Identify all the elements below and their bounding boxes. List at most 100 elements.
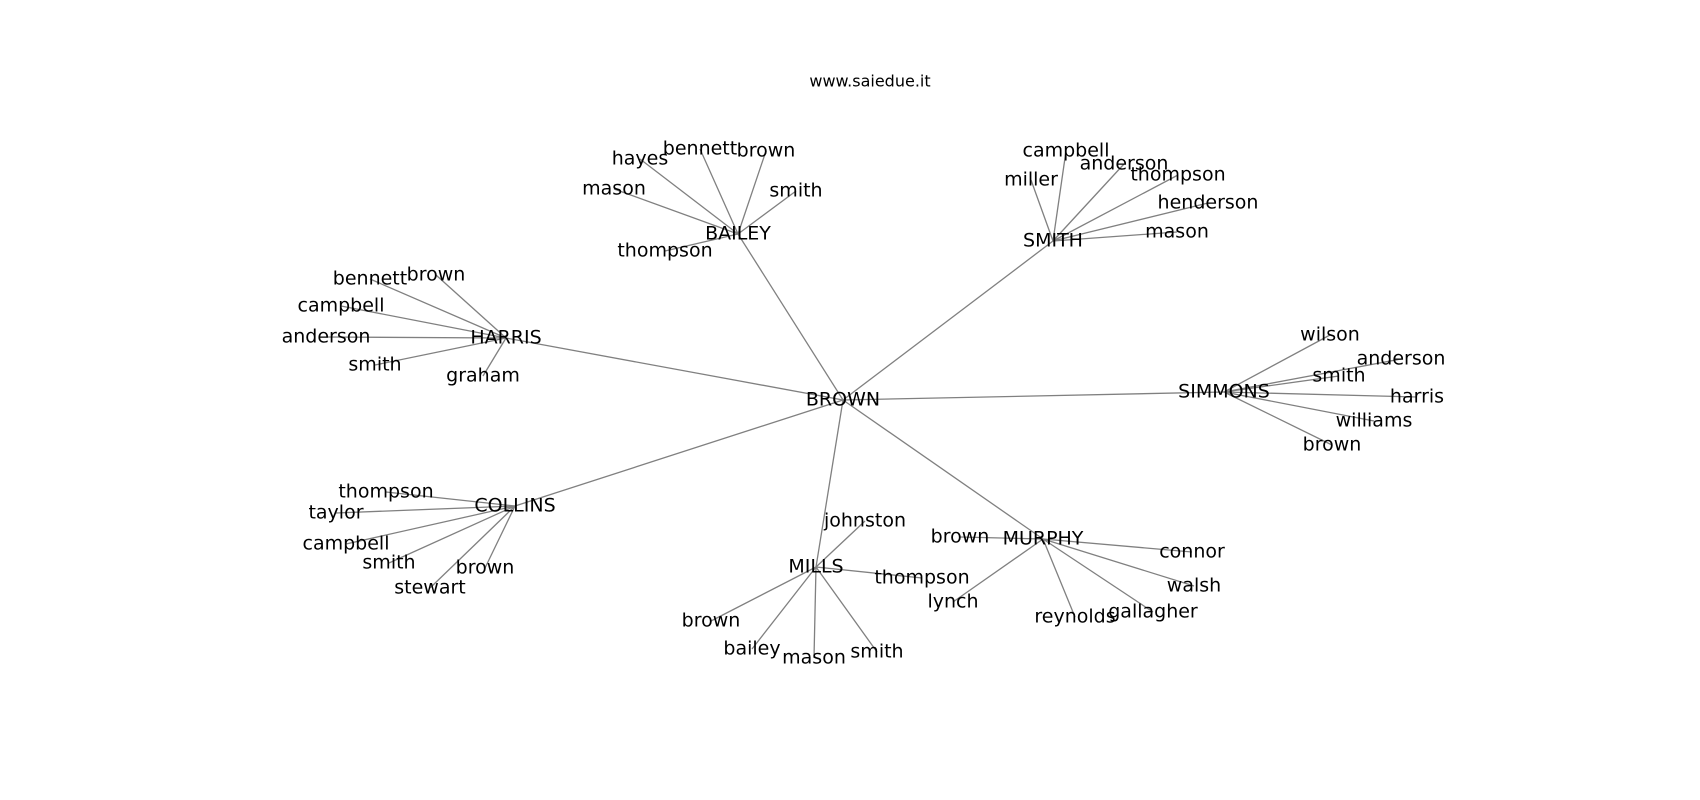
edge-simmons-brown	[1223, 391, 1333, 446]
node-leaf-murphy-reynolds: reynolds	[1034, 606, 1115, 628]
edge-murphy-lynch	[952, 538, 1044, 603]
edges-layer	[325, 148, 1418, 659]
edge-simmons-anderson	[1223, 358, 1402, 393]
edge-root-collins	[514, 399, 844, 507]
edge-simmons-smith	[1223, 375, 1340, 393]
edge-smith-thompson	[1052, 174, 1179, 242]
node-leaf-murphy-walsh: walsh	[1167, 575, 1221, 597]
node-leaf-mills-thompson: thompson	[874, 567, 969, 589]
node-leaf-collins-taylor: taylor	[308, 502, 363, 524]
node-hub-collins: COLLINS	[474, 495, 555, 517]
node-leaf-collins-smith: smith	[362, 552, 415, 574]
edge-collins-thompson	[385, 491, 516, 507]
node-leaf-collins-stewart: stewart	[394, 577, 465, 599]
node-leaf-murphy-brown: brown	[931, 526, 990, 548]
edge-root-harris	[505, 337, 844, 401]
edge-mills-mason	[813, 566, 817, 659]
node-leaf-collins-brown: brown	[456, 557, 515, 579]
edge-smith-anderson	[1052, 163, 1125, 242]
node-leaf-mills-bailey: bailey	[723, 638, 780, 660]
edge-bailey-mason	[613, 188, 739, 235]
node-leaf-harris-smith: smith	[348, 354, 401, 376]
node-leaf-bailey-mason: mason	[582, 178, 646, 200]
node-leaf-bailey-thompson: thompson	[617, 240, 712, 262]
node-leaf-harris-anderson: anderson	[282, 326, 371, 348]
edge-murphy-connor	[1042, 538, 1193, 553]
node-leaf-simmons-anderson: anderson	[1357, 348, 1446, 370]
edge-mills-johnston	[815, 520, 866, 568]
edge-root-murphy	[842, 399, 1044, 540]
graph-title: www.saiedue.it	[809, 72, 930, 91]
edge-collins-campbell	[345, 505, 516, 545]
edge-bailey-thompson	[664, 233, 739, 252]
node-hub-harris: HARRIS	[470, 327, 541, 349]
node-leaf-simmons-harris: harris	[1390, 386, 1444, 408]
edge-smith-miller	[1030, 179, 1054, 242]
edge-mills-brown	[710, 566, 817, 622]
edge-harris-brown	[435, 274, 507, 339]
node-leaf-harris-bennett: bennett	[333, 268, 407, 290]
node-hub-mills: MILLS	[788, 556, 843, 578]
node-leaf-smith-campbell: campbell	[1023, 140, 1110, 162]
edge-bailey-brown	[737, 150, 767, 235]
edge-root-mills	[815, 399, 844, 568]
edge-simmons-wilson	[1223, 334, 1331, 393]
edge-collins-taylor	[335, 505, 516, 514]
edge-collins-brown	[484, 505, 516, 569]
edge-collins-smith	[388, 505, 516, 564]
edge-root-simmons	[842, 391, 1225, 401]
node-leaf-smith-miller: miller	[1004, 169, 1058, 191]
node-leaf-smith-anderson: anderson	[1080, 153, 1169, 175]
node-hub-simmons: SIMMONS	[1178, 381, 1270, 403]
node-leaf-murphy-lynch: lynch	[927, 591, 978, 613]
node-leaf-harris-graham: graham	[446, 365, 520, 387]
node-leaf-mills-johnston: johnston	[823, 510, 906, 532]
edge-root-bailey	[737, 233, 844, 401]
node-leaf-bailey-smith: smith	[769, 180, 822, 202]
node-leaf-bailey-hayes: hayes	[612, 148, 669, 170]
node-hub-murphy: MURPHY	[1003, 528, 1084, 550]
node-leaf-harris-campbell: campbell	[298, 295, 385, 317]
node-leaf-simmons-smith: smith	[1312, 365, 1365, 387]
node-leaf-collins-campbell: campbell	[303, 533, 390, 555]
node-leaf-simmons-williams: williams	[1336, 410, 1413, 432]
edge-mills-bailey	[751, 566, 817, 650]
node-leaf-smith-henderson: henderson	[1158, 192, 1259, 214]
edge-smith-henderson	[1052, 202, 1209, 242]
edge-harris-smith	[374, 337, 507, 366]
node-leaf-collins-thompson: thompson	[338, 481, 433, 503]
edge-murphy-gallagher	[1042, 538, 1154, 613]
edge-harris-graham	[482, 337, 507, 377]
edge-harris-bennett	[369, 278, 507, 339]
edge-collins-stewart	[429, 505, 516, 589]
node-leaf-murphy-connor: connor	[1159, 541, 1225, 563]
edge-harris-campbell	[340, 305, 507, 339]
edge-murphy-walsh	[1042, 538, 1195, 587]
node-leaf-simmons-brown: brown	[1303, 434, 1362, 456]
edge-mills-thompson	[815, 566, 923, 579]
edge-murphy-brown	[959, 536, 1044, 540]
node-leaf-mills-brown: brown	[682, 610, 741, 632]
edge-root-smith	[842, 240, 1054, 401]
edge-murphy-reynolds	[1042, 538, 1076, 618]
edge-simmons-williams	[1223, 391, 1375, 422]
node-leaf-bailey-bennett: bennett	[663, 138, 737, 160]
edge-bailey-smith	[737, 190, 797, 235]
edge-mills-smith	[815, 566, 878, 653]
edge-simmons-harris	[1223, 391, 1418, 398]
edge-smith-campbell	[1052, 150, 1067, 242]
node-leaf-harris-brown: brown	[407, 264, 466, 286]
edge-smith-mason	[1052, 231, 1178, 242]
node-leaf-bailey-brown: brown	[737, 140, 796, 162]
node-leaf-smith-mason: mason	[1145, 221, 1209, 243]
node-root: BROWN	[806, 389, 880, 411]
node-leaf-mills-mason: mason	[782, 647, 846, 669]
edge-bailey-hayes	[639, 158, 739, 235]
node-leaf-smith-thompson: thompson	[1130, 164, 1225, 186]
node-leaf-mills-smith: smith	[850, 641, 903, 663]
node-hub-bailey: BAILEY	[705, 223, 771, 245]
edge-bailey-bennett	[699, 148, 739, 235]
node-leaf-simmons-wilson: wilson	[1300, 324, 1360, 346]
